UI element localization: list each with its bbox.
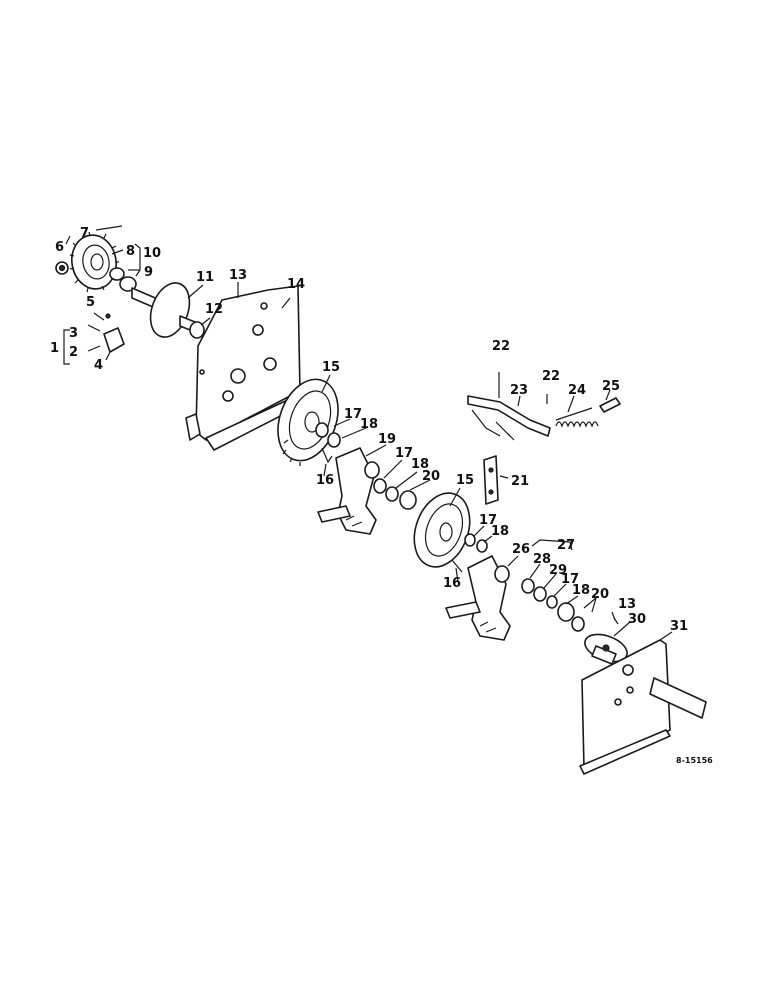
callout-18-d: 18	[572, 583, 590, 598]
callout-17-b: 17	[395, 446, 413, 461]
callout-14: 14	[287, 277, 305, 292]
callout-10: 10	[143, 246, 161, 261]
callout-18-c: 18	[491, 524, 509, 539]
washers-17-18-upper	[315, 422, 341, 448]
fastener-set-1-5	[87, 313, 125, 353]
hook-25	[599, 397, 621, 413]
callout-20-a: 20	[422, 469, 440, 484]
callout-4: 4	[94, 358, 103, 373]
pin-7	[95, 225, 123, 231]
leader-lines	[63, 235, 673, 641]
callout-13-lower: 13	[618, 597, 636, 612]
strap-23	[467, 372, 551, 441]
callout-31: 31	[670, 619, 688, 634]
callout-1: 1	[50, 341, 59, 356]
tensioner-arm-19	[317, 447, 380, 535]
callout-26: 26	[512, 542, 530, 557]
spring-pin-16-upper	[321, 447, 333, 464]
callout-12: 12	[205, 302, 223, 317]
callout-17-a: 17	[344, 407, 362, 422]
callout-21: 21	[511, 474, 529, 489]
callout-18-a: 18	[360, 417, 378, 432]
callout-8: 8	[126, 244, 135, 259]
spring-24	[555, 407, 599, 428]
bracket-21	[483, 455, 499, 505]
callout-27: 27	[557, 538, 575, 553]
callout-23: 23	[510, 383, 528, 398]
callout-3: 3	[69, 326, 78, 341]
callout-19: 19	[378, 432, 396, 447]
callout-6: 6	[55, 240, 64, 255]
callout-7: 7	[80, 226, 89, 241]
washers-17-18-lower	[464, 533, 488, 553]
callout-29: 29	[549, 563, 567, 578]
callout-17-c: 17	[479, 513, 497, 528]
nut-6	[55, 261, 69, 275]
spring-pin-16-lower	[451, 559, 463, 573]
callout-28: 28	[533, 552, 551, 567]
callout-22-a: 22	[492, 339, 510, 354]
callout-2: 2	[69, 345, 78, 360]
idler-disc-11	[131, 282, 201, 338]
callout-5: 5	[86, 295, 95, 310]
callout-18-b: 18	[411, 457, 429, 472]
callout-30: 30	[628, 612, 646, 627]
callout-25: 25	[602, 379, 620, 394]
figure-reference: 8-15156	[676, 756, 713, 765]
callout-13-upper: 13	[229, 268, 247, 283]
side-plate-31	[579, 639, 707, 775]
callout-22-b: 22	[542, 369, 560, 384]
callout-20-b: 20	[591, 587, 609, 602]
callout-labels: 7 6 8 10 9 11 13 14 5 12 3 1 2 4 15 17 1…	[50, 226, 688, 634]
callout-9: 9	[144, 265, 153, 280]
washers-17-18-20-mid	[373, 478, 417, 510]
drive-sprocket-assembly	[69, 231, 119, 293]
callout-17-d: 17	[561, 572, 579, 587]
callout-16-lower: 16	[443, 576, 461, 591]
callout-24: 24	[568, 383, 586, 398]
flange-bearing-30	[584, 633, 628, 665]
washer-stack-27	[521, 578, 585, 632]
callout-15-lower: 15	[456, 473, 474, 488]
callout-15-upper: 15	[322, 360, 340, 375]
callout-16-upper: 16	[316, 473, 334, 488]
tensioner-arm-26	[445, 555, 511, 641]
callout-11: 11	[196, 270, 214, 285]
bushing-12	[189, 321, 205, 339]
